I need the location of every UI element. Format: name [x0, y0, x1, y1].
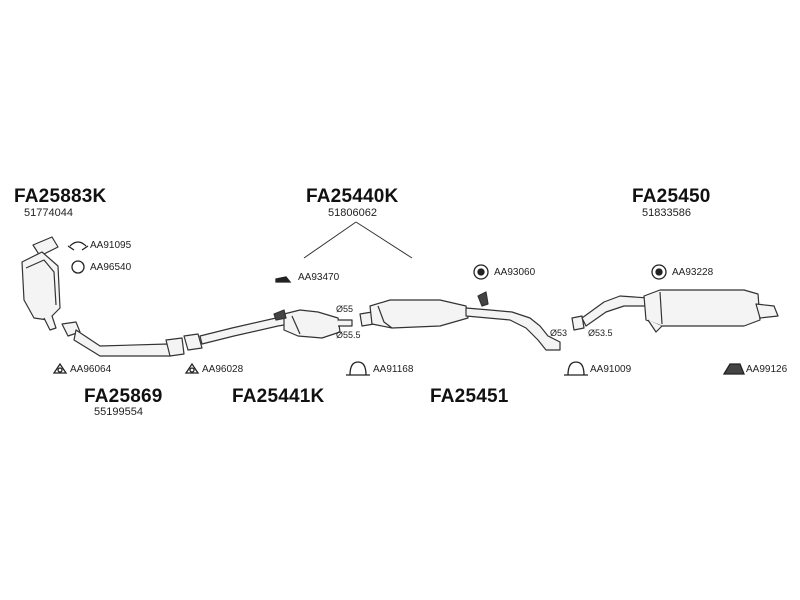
leader-lines	[303, 221, 413, 259]
diameter-label: Ø55.5	[336, 330, 361, 340]
accessory-label: AA93060	[494, 267, 536, 278]
accessory-label: AA91168	[373, 364, 414, 375]
rubber-mount-icon	[473, 264, 489, 280]
hanger-icon	[722, 363, 745, 375]
part-code-intermediate-pipe: FA25441K	[232, 386, 325, 407]
part-code-rear-silencer: FA25450	[632, 186, 711, 207]
part-code-center-section: FA25440K	[306, 186, 399, 207]
rubber-mount-icon	[651, 264, 667, 280]
part-code-catalyst: FA25883K	[14, 186, 107, 207]
accessory-label: AA99126	[746, 364, 788, 375]
accessory-label: AA93470	[298, 272, 340, 283]
catalytic-converter-drawing	[21, 236, 61, 331]
bracket-icon	[275, 276, 292, 283]
center-section-drawing	[273, 309, 353, 339]
part-code-middle-silencer: FA25451	[430, 386, 509, 407]
diameter-label: Ø55	[336, 304, 354, 314]
flange-gasket-icon	[52, 362, 68, 374]
flange-gasket-icon	[184, 362, 200, 374]
accessory-label: AA96028	[202, 364, 244, 375]
part-number-rear-silencer: 51833586	[642, 207, 691, 219]
front-pipe-drawing	[61, 321, 185, 357]
accessory-label: AA96064	[70, 364, 112, 375]
accessory-label: AA91095	[90, 240, 132, 251]
intermediate-pipe-drawing	[183, 315, 291, 351]
accessory-label: AA91009	[590, 364, 632, 375]
part-number-center-section: 51806062	[328, 207, 377, 219]
clamp-icon	[67, 241, 89, 251]
rear-silencer-drawing	[571, 289, 779, 333]
part-number-catalyst: 51774044	[24, 207, 73, 219]
diameter-label: Ø53	[550, 328, 568, 338]
part-number-front-pipe: 55199554	[94, 406, 143, 418]
middle-silencer-drawing	[359, 291, 561, 351]
accessory-label: AA93228	[672, 267, 714, 278]
u-clamp-icon	[346, 361, 370, 376]
u-clamp-icon	[564, 361, 588, 376]
ring-gasket-icon	[71, 260, 85, 274]
accessory-label: AA96540	[90, 262, 132, 273]
diameter-label: Ø53.5	[588, 328, 613, 338]
part-code-front-pipe: FA25869	[84, 386, 163, 407]
